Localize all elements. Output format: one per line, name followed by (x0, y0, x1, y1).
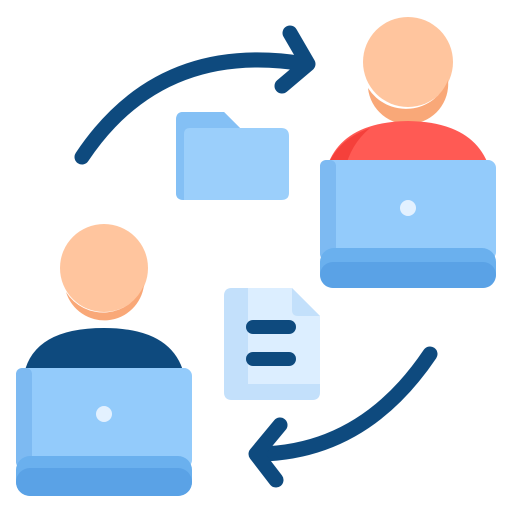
arrow-icon-bottom (248, 346, 438, 488)
laptop-icon-bottom-left (16, 368, 192, 496)
document-line-2 (246, 352, 296, 366)
arrow-icon-top (74, 25, 316, 165)
laptop-icon-top-right (320, 160, 496, 288)
user-icon-bottom-left (24, 224, 184, 374)
camera-icon (400, 200, 416, 216)
camera-icon (96, 406, 112, 422)
document-icon (224, 288, 320, 400)
user-icon-top-right (326, 17, 490, 170)
folder-icon (176, 112, 289, 200)
document-line-1 (246, 320, 296, 334)
